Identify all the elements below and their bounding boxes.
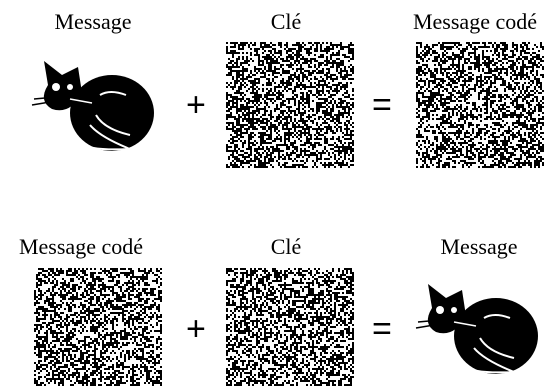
- row2-plus-sign: +: [186, 310, 206, 348]
- row1-plus-sign: +: [186, 86, 206, 124]
- row1-encoded-noise: [416, 42, 544, 168]
- row2-cat-image: [415, 284, 538, 374]
- row1-label-message: Message: [54, 9, 132, 34]
- row1-key-noise: [226, 42, 354, 168]
- row2-label-encoded: Message codé: [18, 234, 143, 259]
- row2-label-key: Clé: [270, 234, 302, 259]
- row1-label-encoded: Message codé: [412, 9, 537, 34]
- row1-cat-image: [31, 61, 154, 151]
- row2-key-noise: [226, 268, 354, 386]
- row1-equals-sign: =: [372, 86, 392, 124]
- row2-equals-sign: =: [372, 310, 392, 348]
- row1-label-key: Clé: [270, 9, 302, 34]
- row2-label-message: Message: [440, 234, 518, 259]
- row2-encoded-noise: [34, 268, 162, 386]
